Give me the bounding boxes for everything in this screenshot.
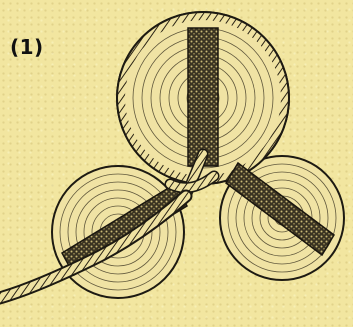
binding-band-top (188, 28, 218, 166)
